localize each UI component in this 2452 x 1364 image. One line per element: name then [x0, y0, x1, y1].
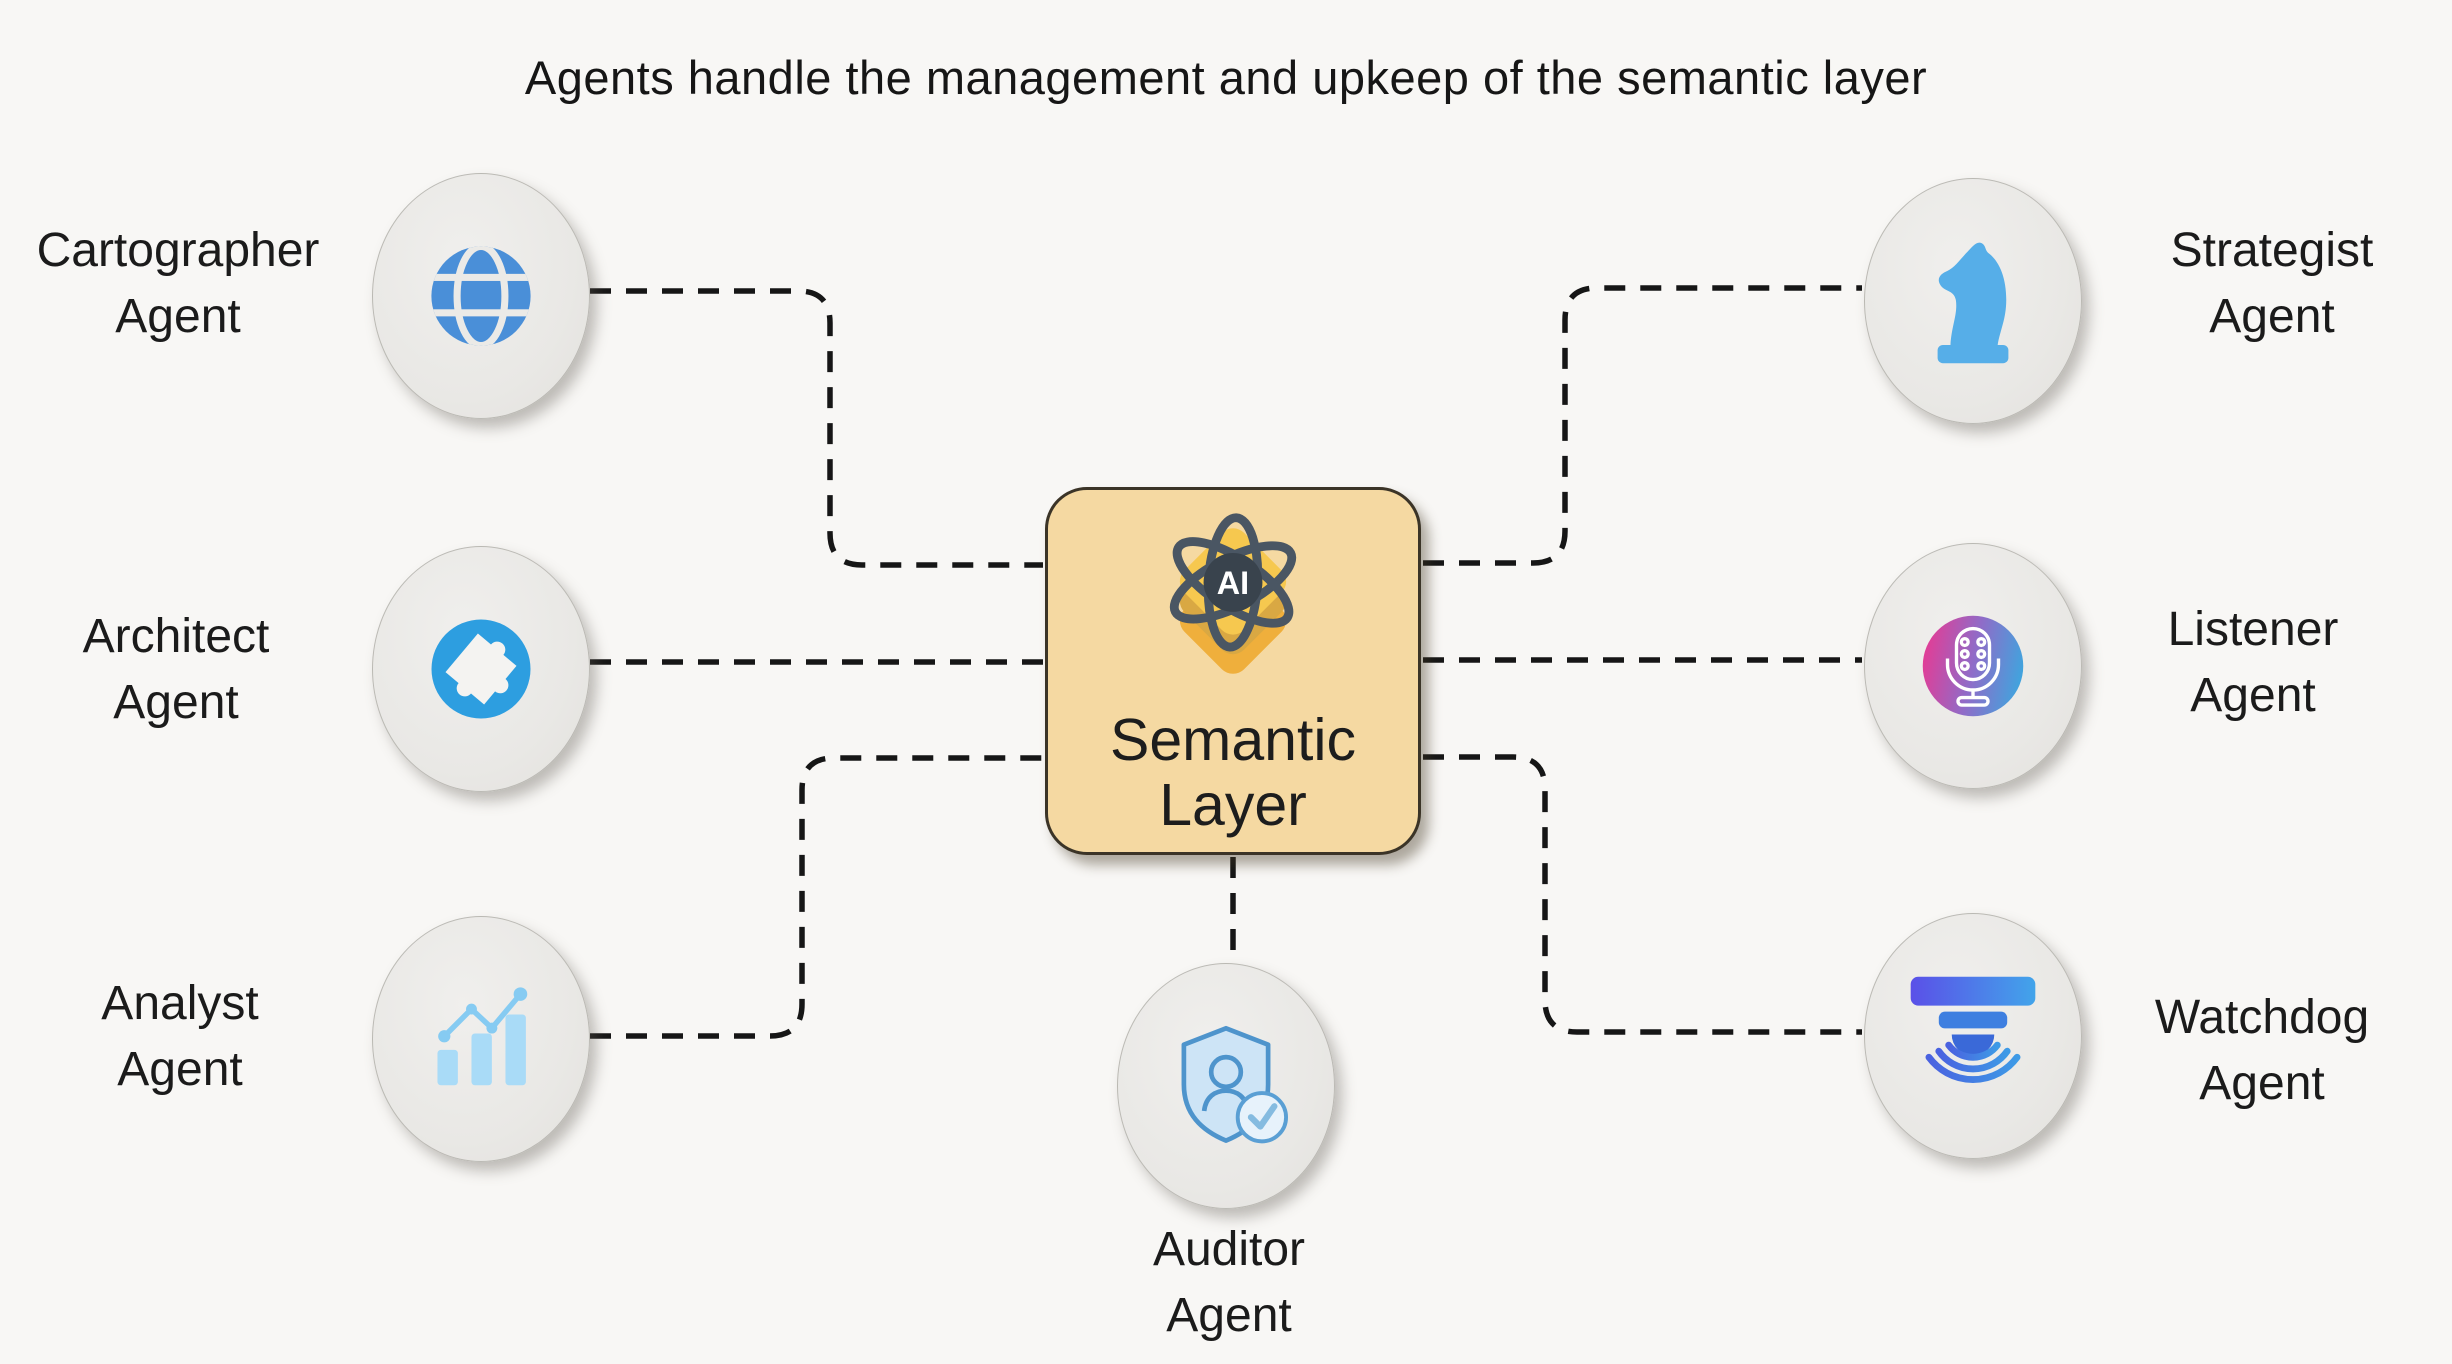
- center-label-line2: Layer: [1159, 772, 1307, 838]
- agent-name: Watchdog: [2154, 991, 2370, 1044]
- agent-name-line2: Agent: [117, 1043, 243, 1096]
- agent-node-analyst: [372, 916, 590, 1162]
- connector-analyst: [590, 755, 1043, 1039]
- agent-name-line2: Agent: [115, 290, 241, 343]
- globe-icon: [431, 246, 531, 346]
- agent-name-line2: Agent: [2190, 669, 2316, 722]
- agent-name-line2: Agent: [1166, 1289, 1292, 1342]
- ai-badge-circle: [1203, 552, 1263, 612]
- agent-name-line2: Agent: [2199, 1057, 2325, 1110]
- agent-name: Architect: [82, 610, 270, 663]
- shield-user-check-icon: [1181, 1025, 1289, 1144]
- agent-node-listener: [1864, 543, 2082, 789]
- connector-strategist: [1423, 285, 1862, 566]
- agent-node-architect: [372, 546, 590, 792]
- agent-node-auditor: [1117, 963, 1335, 1209]
- chess-knight-icon: [1937, 242, 2009, 364]
- connector-cartographer: [590, 288, 1043, 568]
- agent-name: Analyst: [101, 977, 259, 1030]
- agent-name-line2: Agent: [2209, 290, 2335, 343]
- agent-name: Strategist: [2170, 224, 2374, 277]
- connector-watchdog: [1423, 754, 1862, 1035]
- agent-node-strategist: [1864, 178, 2082, 424]
- agent-label-strategist: Strategist Agent: [2062, 218, 2452, 350]
- agent-name: Listener: [2167, 603, 2339, 656]
- agent-label-auditor: Auditor Agent: [1019, 1217, 1439, 1349]
- agent-label-analyst: Analyst Agent: [0, 971, 390, 1103]
- agent-label-watchdog: Watchdog Agent: [2052, 985, 2452, 1117]
- agent-name: Cartographer: [36, 224, 320, 277]
- agent-label-listener: Listener Agent: [2043, 597, 2452, 729]
- agent-name: Auditor: [1152, 1223, 1306, 1276]
- bar-chart-icon: [437, 987, 528, 1086]
- center-label-line1: Semantic: [1110, 707, 1356, 773]
- motion-sensor-icon: [1910, 976, 2036, 1083]
- microphone-icon: [1922, 615, 2024, 717]
- puzzle-icon: [431, 619, 531, 719]
- agent-label-cartographer: Cartographer Agent: [0, 218, 388, 350]
- ai-badge-text: AI: [1217, 565, 1249, 601]
- semantic-layer-label: Semantic Layer: [1110, 708, 1356, 838]
- diagram-title: Agents handle the management and upkeep …: [524, 51, 1928, 104]
- agent-name-line2: Agent: [113, 676, 239, 729]
- agent-node-watchdog: [1864, 913, 2082, 1159]
- agent-node-cartographer: [372, 173, 590, 419]
- ai-layers-icon: AI: [1169, 513, 1297, 674]
- semantic-layer-node: AI Semantic Layer: [1045, 487, 1421, 855]
- agent-label-architect: Architect Agent: [0, 604, 386, 736]
